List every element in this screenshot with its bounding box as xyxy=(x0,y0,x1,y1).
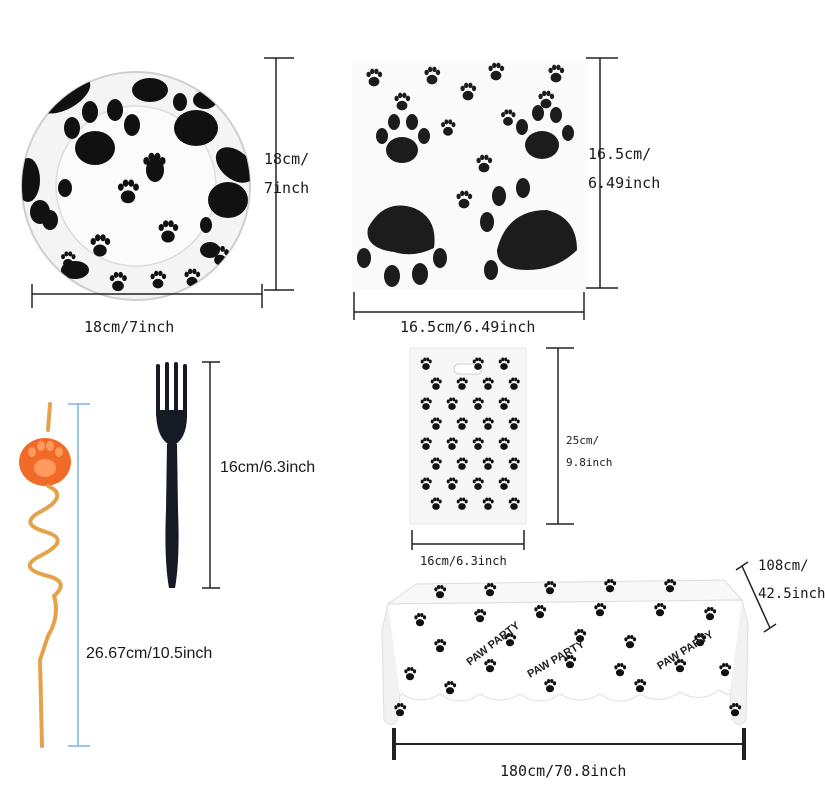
napkin-height-label: 16.5cm/ 6.49inch xyxy=(588,145,660,193)
straw-length-dimension xyxy=(64,402,94,750)
napkin-height-label-line2: 6.49inch xyxy=(588,173,661,192)
tablecloth-depth-label: 108cm/ 42.5inch xyxy=(758,558,825,603)
bag-height-dimension xyxy=(540,346,580,528)
paper-napkin xyxy=(352,60,588,290)
tablecloth: PAW PARTY PAW PARTY PAW PARTY xyxy=(380,570,750,740)
tablecloth-depth-dimension xyxy=(735,560,777,636)
tablecloth-width-label: 180cm/70.8inch xyxy=(500,762,627,780)
bag-width-label: 16cm/6.3inch xyxy=(420,554,507,568)
plastic-fork xyxy=(148,360,196,592)
napkin-width-dimension xyxy=(350,286,590,322)
paw-topper-icon xyxy=(19,438,71,486)
tablecloth-depth-label-line2: 42.5inch xyxy=(758,585,825,602)
plate-width-dimension xyxy=(28,284,268,314)
plate-height-label-line1: 18cm/ xyxy=(264,150,310,168)
straw-length-label: 26.67cm/10.5inch xyxy=(86,645,213,662)
paw-topper-straw xyxy=(10,400,80,750)
plate-height-label-line2: 7inch xyxy=(264,178,310,197)
bag-height-label-line2: 9.8inch xyxy=(566,455,613,469)
bag-height-label: 25cm/ 9.8inch xyxy=(566,434,612,470)
paper-plate xyxy=(20,70,252,302)
bag-width-dimension xyxy=(408,526,528,552)
napkin-height-dimension xyxy=(582,56,622,292)
plate-height-dimension xyxy=(258,56,298,296)
napkin-height-label-line1: 16.5cm/ xyxy=(588,145,652,163)
bag-height-label-line1: 25cm/ xyxy=(566,434,600,447)
plate-diameter-label: 18cm/7inch xyxy=(84,318,175,336)
goodie-bag xyxy=(409,347,527,525)
tablecloth-width-dimension xyxy=(388,726,750,762)
fork-length-label: 16cm/6.3inch xyxy=(220,459,316,476)
napkin-width-label: 16.5cm/6.49inch xyxy=(400,318,536,336)
tablecloth-depth-label-line1: 108cm/ xyxy=(758,558,809,574)
fork-length-dimension xyxy=(198,360,228,592)
plate-height-label: 18cm/ 7inch xyxy=(264,150,309,198)
